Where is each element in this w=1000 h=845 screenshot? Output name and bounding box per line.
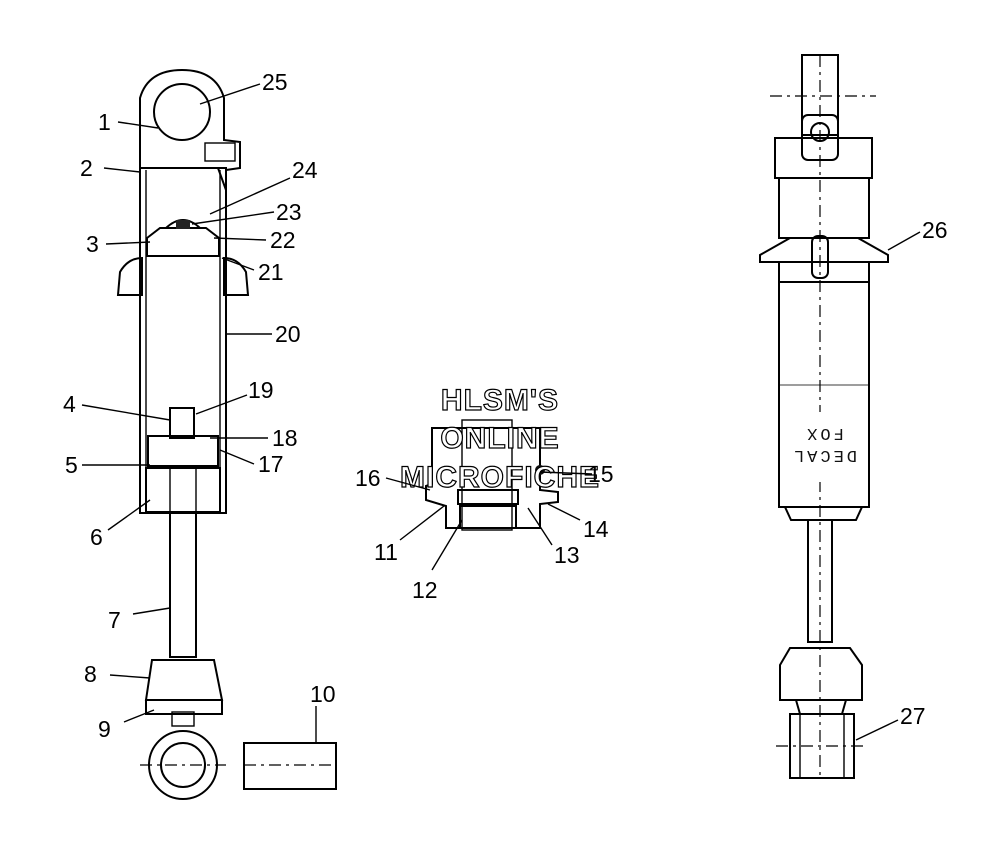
callout-20: 20 bbox=[275, 321, 301, 347]
main-piston bbox=[147, 435, 219, 467]
shaft bbox=[807, 519, 833, 643]
watermark: HLSM'S ONLINE MICROFICHE bbox=[399, 383, 600, 494]
bottom-eye-body bbox=[779, 647, 863, 701]
callout-16: 16 bbox=[355, 465, 381, 491]
callout-12: 12 bbox=[412, 577, 438, 603]
sectioned-shock bbox=[116, 68, 337, 800]
callout-15: 15 bbox=[588, 461, 614, 487]
bushing bbox=[243, 742, 337, 790]
external-shock: DECAL FOX bbox=[759, 54, 889, 780]
piston-shaft bbox=[169, 511, 197, 658]
top-eye-bore bbox=[153, 83, 211, 141]
threaded-body bbox=[778, 177, 870, 239]
seal-head-detail bbox=[425, 419, 559, 531]
seal-bushing bbox=[457, 489, 519, 505]
watermark-line-3: MICROFICHE bbox=[400, 461, 600, 494]
callout-9: 9 bbox=[98, 716, 111, 742]
callout-24: 24 bbox=[292, 157, 318, 183]
callout-22: 22 bbox=[270, 227, 296, 253]
callout-labels: 1 2 3 4 5 6 7 8 9 10 11 12 13 14 15 16 1… bbox=[63, 69, 948, 742]
callout-14: 14 bbox=[583, 516, 609, 542]
callout-3: 3 bbox=[86, 231, 99, 257]
callout-21: 21 bbox=[258, 259, 284, 285]
watermark-line-2: ONLINE bbox=[440, 422, 559, 455]
callout-10: 10 bbox=[310, 681, 336, 707]
callout-11: 11 bbox=[374, 539, 398, 565]
callout-6: 6 bbox=[90, 524, 103, 550]
callout-25: 25 bbox=[262, 69, 288, 95]
seal-head-body bbox=[425, 427, 559, 529]
callout-5: 5 bbox=[65, 452, 78, 478]
callout-2: 2 bbox=[80, 155, 93, 181]
decal-label: DECAL bbox=[791, 445, 857, 464]
bottom-cap bbox=[144, 659, 224, 701]
body-threads-lower bbox=[778, 261, 870, 283]
reservoir-cap bbox=[774, 137, 873, 179]
leader-lines bbox=[81, 83, 921, 743]
top-stem bbox=[801, 54, 839, 136]
callout-8: 8 bbox=[84, 661, 97, 687]
callout-1: 1 bbox=[98, 109, 111, 135]
callout-17: 17 bbox=[258, 451, 284, 477]
floating-piston bbox=[146, 227, 220, 257]
callout-13: 13 bbox=[554, 542, 580, 568]
spring-seat bbox=[116, 256, 143, 296]
callout-18: 18 bbox=[272, 425, 298, 451]
watermark-line-1: HLSM'S bbox=[441, 384, 559, 417]
callout-19: 19 bbox=[248, 377, 274, 403]
decal-brand: FOX bbox=[804, 423, 844, 442]
callout-27: 27 bbox=[900, 703, 926, 729]
valve-plug bbox=[204, 142, 236, 162]
callout-23: 23 bbox=[276, 199, 302, 225]
callout-7: 7 bbox=[108, 607, 121, 633]
callout-4: 4 bbox=[63, 391, 76, 417]
spring-adjuster-nut bbox=[759, 237, 889, 263]
callout-26: 26 bbox=[922, 217, 948, 243]
seal-head bbox=[145, 467, 221, 513]
top-eye-mount bbox=[139, 68, 241, 191]
